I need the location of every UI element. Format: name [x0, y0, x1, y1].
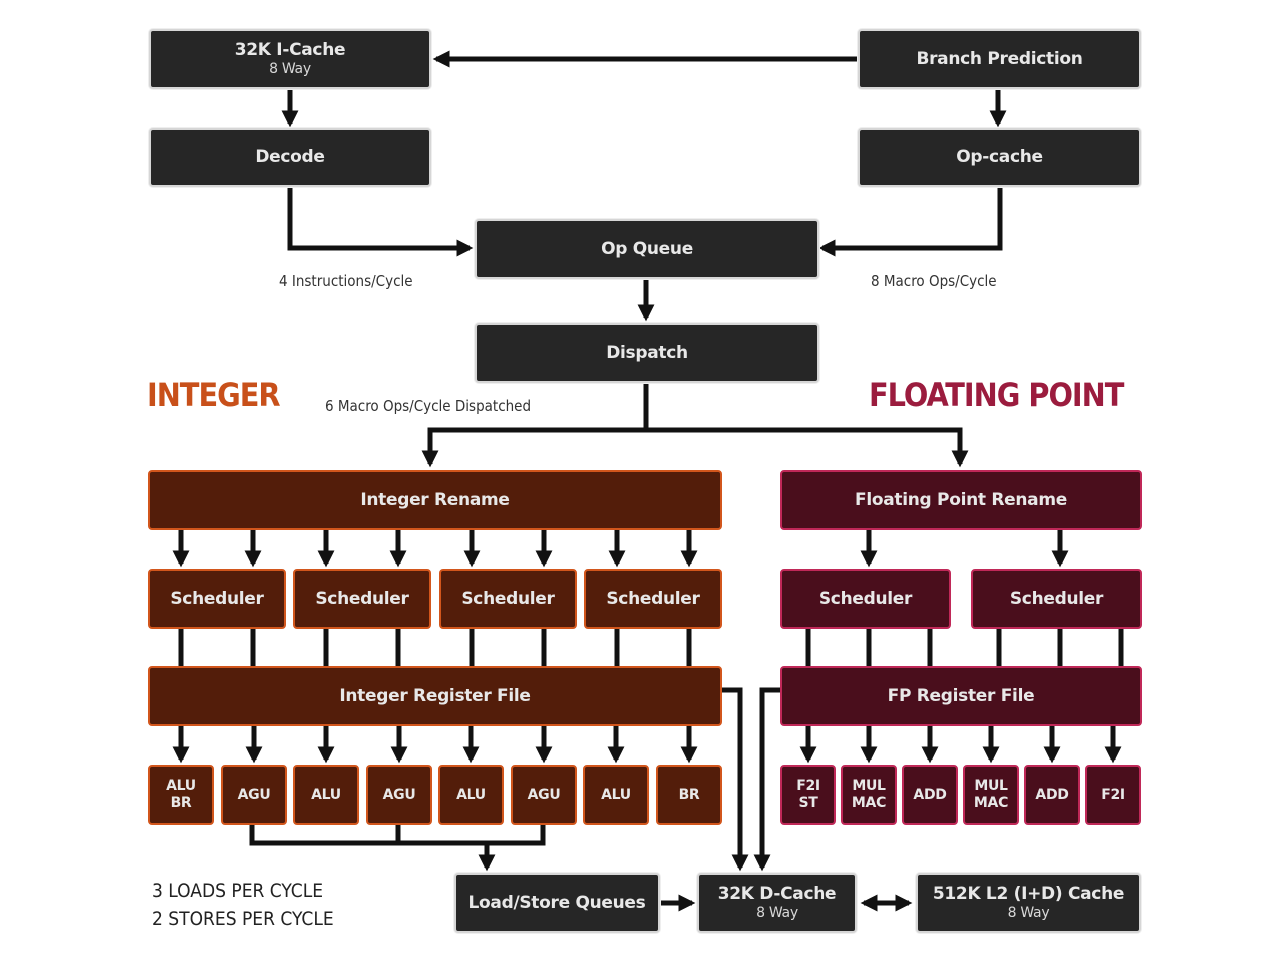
integer-exec-unit-alu-label: BR: [170, 795, 192, 811]
loads-per-cycle-note: 3 LOADS PER CYCLE: [152, 880, 324, 902]
integer-exec-unit-alu-label: ALU: [601, 786, 631, 803]
fp-exec-unit-add: ADD: [1024, 765, 1080, 825]
l2cache-ways: 8 Way: [1007, 904, 1050, 921]
arrow-decode-to-opqueue: [287, 187, 474, 257]
fp-register-file-box: FP Register File: [780, 666, 1142, 726]
integer-exec-unit-agu: AGU: [366, 765, 432, 825]
branch-prediction-box: Branch Prediction: [858, 29, 1141, 89]
op-cache-label: Op-cache: [956, 147, 1043, 168]
integer-exec-unit-br: BR: [656, 765, 722, 825]
load-store-queues-label: Load/Store Queues: [468, 892, 646, 913]
l2cache-title: 512K L2 (I+D) Cache: [932, 884, 1125, 905]
arrow-dispatch-to-int-rename: [421, 427, 646, 468]
fp-exec-unit-f2i-label: ST: [798, 795, 818, 811]
dispatch-rate-label: 6 Macro Ops/Cycle Dispatched: [325, 397, 532, 415]
fp-exec-unit-f2i: F2I: [1085, 765, 1141, 825]
opcache-rate-label: 8 Macro Ops/Cycle: [871, 272, 997, 290]
arrow-int-regfile-to-dcache: [722, 687, 749, 872]
fp-rename-label: Floating Point Rename: [855, 489, 1067, 510]
integer-exec-unit-agu-label: AGU: [527, 786, 561, 803]
l2cache-box: 512K L2 (I+D) Cache 8 Way: [916, 873, 1141, 933]
fp-exec-unit-f2i-label: F2I: [796, 778, 820, 795]
fp-exec-unit-add-label: ADD: [913, 786, 947, 803]
branch-prediction-label: Branch Prediction: [916, 48, 1083, 69]
fp-scheduler-box-label: Scheduler: [818, 588, 913, 609]
icache-title: 32K I-Cache: [234, 40, 346, 61]
integer-exec-unit-alu: ALU: [583, 765, 649, 825]
decode-rate-label: 4 Instructions/Cycle: [279, 272, 413, 290]
fp-scheduler-box: Scheduler: [971, 569, 1142, 629]
fp-exec-unit-add: ADD: [902, 765, 958, 825]
integer-scheduler-box-label: Scheduler: [170, 588, 264, 609]
dcache-title: 32K D-Cache: [717, 884, 837, 905]
integer-exec-unit-agu-label: AGU: [382, 786, 416, 803]
integer-exec-unit-alu: ALU: [293, 765, 359, 825]
integer-rename-label: Integer Rename: [360, 489, 510, 510]
fp-exec-unit-mul-label: MUL: [974, 778, 1008, 795]
fp-register-file-label: FP Register File: [887, 685, 1035, 706]
integer-exec-unit-alu-label: ALU: [456, 786, 486, 803]
integer-scheduler-box: Scheduler: [584, 569, 722, 629]
integer-exec-unit-agu-label: AGU: [237, 786, 271, 803]
dispatch-label: Dispatch: [606, 342, 688, 363]
op-queue-box: Op Queue: [475, 219, 819, 279]
integer-scheduler-box: Scheduler: [148, 569, 286, 629]
integer-scheduler-box-label: Scheduler: [315, 588, 409, 609]
decode-label: Decode: [255, 147, 325, 168]
integer-register-file-box: Integer Register File: [148, 666, 722, 726]
fp-exec-unit-f2i-label: F2I: [1101, 786, 1125, 803]
dcache-ways: 8 Way: [756, 904, 798, 921]
arrow-fp-regfile-to-dcache: [753, 687, 780, 872]
integer-exec-unit-agu: AGU: [221, 765, 287, 825]
floating-point-heading: FLOATING POINT: [869, 376, 1124, 414]
icache-box: 32K I-Cache 8 Way: [149, 29, 431, 89]
decode-box: Decode: [149, 128, 431, 187]
integer-rename-box: Integer Rename: [148, 470, 722, 530]
integer-register-file-label: Integer Register File: [339, 685, 531, 706]
integer-scheduler-box: Scheduler: [293, 569, 431, 629]
integer-scheduler-box-label: Scheduler: [461, 588, 555, 609]
dispatch-box: Dispatch: [475, 323, 819, 383]
arrow-opcache-to-opqueue: [818, 187, 1003, 257]
fp-scheduler-box: Scheduler: [780, 569, 951, 629]
fp-exec-unit-mul-label: MAC: [851, 795, 887, 811]
stores-per-cycle-note: 2 STORES PER CYCLE: [152, 908, 334, 930]
integer-scheduler-box-label: Scheduler: [606, 588, 700, 609]
op-queue-label: Op Queue: [601, 238, 693, 259]
integer-scheduler-box: Scheduler: [439, 569, 577, 629]
fp-scheduler-box-label: Scheduler: [1009, 588, 1104, 609]
load-store-queues-box: Load/Store Queues: [454, 873, 660, 933]
dcache-box: 32K D-Cache 8 Way: [697, 873, 857, 933]
integer-exec-unit-agu: AGU: [511, 765, 577, 825]
fp-exec-unit-mul-label: MUL: [852, 778, 886, 795]
fp-rename-box: Floating Point Rename: [780, 470, 1142, 530]
icache-ways: 8 Way: [269, 60, 311, 77]
integer-exec-unit-alu-label: ALU: [166, 778, 196, 795]
arrow-dispatch-to-fp-rename: [646, 427, 969, 468]
integer-exec-unit-alu: ALU: [438, 765, 504, 825]
op-cache-box: Op-cache: [858, 128, 1141, 187]
integer-heading: INTEGER: [147, 376, 281, 414]
integer-exec-unit-alu-label: ALU: [311, 786, 341, 803]
integer-exec-unit-br-label: BR: [678, 786, 700, 803]
fp-exec-unit-mul-label: MAC: [973, 795, 1009, 811]
fp-exec-unit-add-label: ADD: [1035, 786, 1069, 803]
